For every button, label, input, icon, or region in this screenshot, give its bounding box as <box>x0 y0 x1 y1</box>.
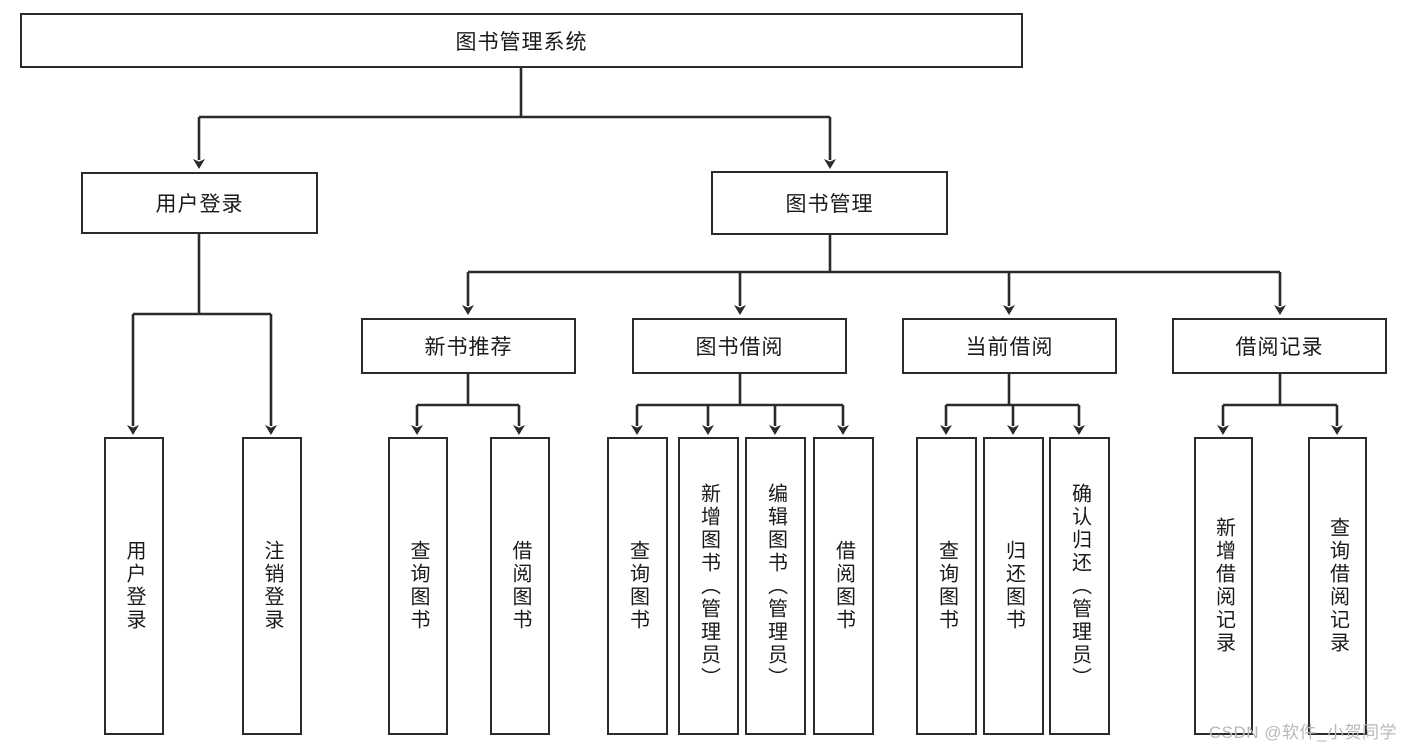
node-book-borrow[interactable]: 图书借阅 <box>632 318 847 374</box>
watermark: CSDN @软件_小贺同学 <box>1208 723 1397 742</box>
node-leaf-add-book-label: 新增图书（管理员） <box>697 482 720 690</box>
node-leaf-return-book-label: 归还图书 <box>1002 540 1025 632</box>
node-leaf-query-book-3[interactable]: 查询图书 <box>916 437 977 735</box>
node-user-login[interactable]: 用户登录 <box>81 172 318 234</box>
node-new-book-recommend[interactable]: 新书推荐 <box>361 318 576 374</box>
node-root-label: 图书管理系统 <box>455 30 588 54</box>
node-leaf-borrow-book-2[interactable]: 借阅图书 <box>813 437 874 735</box>
node-leaf-user-login[interactable]: 用户登录 <box>104 437 164 735</box>
node-leaf-query-book-3-label: 查询图书 <box>935 540 958 632</box>
node-leaf-edit-book-label: 编辑图书（管理员） <box>764 482 787 690</box>
node-leaf-user-logout-label: 注销登录 <box>261 540 283 632</box>
node-leaf-user-login-label: 用户登录 <box>123 540 145 632</box>
node-root[interactable]: 图书管理系统 <box>20 13 1023 68</box>
node-borrow-record[interactable]: 借阅记录 <box>1172 318 1387 374</box>
node-leaf-borrow-book-1-label: 借阅图书 <box>509 540 531 632</box>
node-leaf-borrow-book-2-label: 借阅图书 <box>832 540 855 632</box>
node-leaf-edit-book[interactable]: 编辑图书（管理员） <box>745 437 806 735</box>
node-leaf-return-book[interactable]: 归还图书 <box>983 437 1044 735</box>
node-leaf-query-book-2-label: 查询图书 <box>626 540 649 632</box>
node-leaf-query-book-2[interactable]: 查询图书 <box>607 437 668 735</box>
node-leaf-confirm-return-label: 确认归还（管理员） <box>1068 482 1091 690</box>
node-leaf-add-record[interactable]: 新增借阅记录 <box>1194 437 1253 735</box>
node-leaf-query-book-1-label: 查询图书 <box>407 540 429 632</box>
node-current-borrow[interactable]: 当前借阅 <box>902 318 1117 374</box>
node-book-borrow-label: 图书借阅 <box>695 336 784 359</box>
node-leaf-user-logout[interactable]: 注销登录 <box>242 437 302 735</box>
node-current-borrow-label: 当前借阅 <box>965 336 1054 359</box>
node-user-login-label: 用户登录 <box>155 193 244 216</box>
node-leaf-add-record-label: 新增借阅记录 <box>1212 517 1235 655</box>
node-book-manage-label: 图书管理 <box>785 193 874 216</box>
node-leaf-query-record[interactable]: 查询借阅记录 <box>1308 437 1367 735</box>
node-leaf-confirm-return[interactable]: 确认归还（管理员） <box>1049 437 1110 735</box>
node-leaf-query-book-1[interactable]: 查询图书 <box>388 437 448 735</box>
node-new-book-recommend-label: 新书推荐 <box>424 336 513 359</box>
node-borrow-record-label: 借阅记录 <box>1235 336 1324 359</box>
node-leaf-add-book[interactable]: 新增图书（管理员） <box>678 437 739 735</box>
node-leaf-query-record-label: 查询借阅记录 <box>1326 517 1349 655</box>
node-leaf-borrow-book-1[interactable]: 借阅图书 <box>490 437 550 735</box>
node-book-manage[interactable]: 图书管理 <box>711 171 948 235</box>
